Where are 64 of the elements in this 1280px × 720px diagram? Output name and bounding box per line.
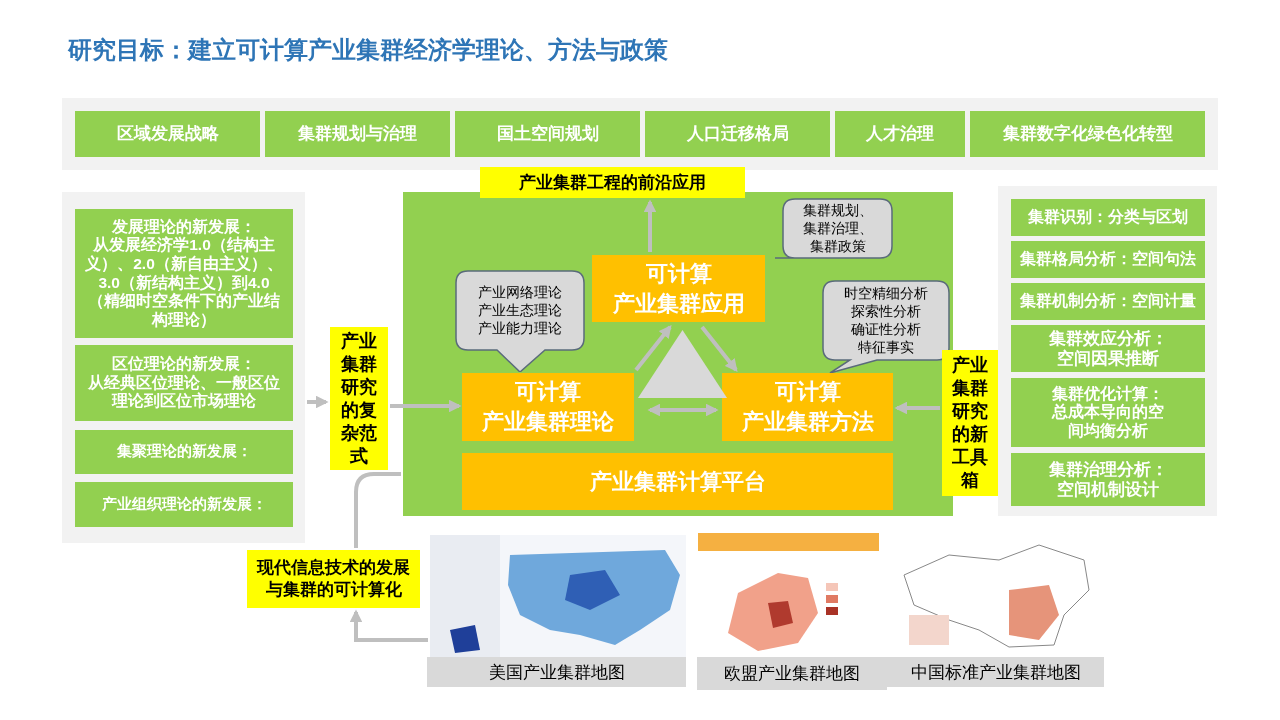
tool-box	[1011, 453, 1205, 506]
category-box: 集群规划与治理	[265, 111, 450, 157]
heading-text: 区位理论的新发展：	[112, 355, 256, 374]
core-box	[462, 373, 634, 441]
core-box	[722, 373, 893, 441]
heading-text: 可计算	[645, 259, 712, 288]
body-text: 产业集群方法	[741, 408, 874, 436]
category-box: 区域发展战略	[75, 111, 260, 157]
core-box	[592, 255, 765, 322]
body-text: 从经典区位理论、一般区位理论到区位市场理论	[87, 373, 281, 411]
arrow	[894, 401, 940, 415]
arrow	[643, 199, 657, 252]
arrow	[700, 325, 738, 372]
tool-box: 集群识别：分类与区划	[1011, 199, 1205, 236]
panel-background	[998, 186, 1217, 516]
triangle	[638, 330, 727, 398]
vertical-label-box: 产业集群研究的复杂范式	[330, 327, 388, 470]
panel-background	[62, 192, 305, 543]
theory-box	[75, 345, 293, 421]
bubble-text: 产业网络理论 产业生态理论 产业能力理论	[477, 283, 563, 338]
arrow	[390, 399, 462, 413]
arrow	[647, 403, 719, 417]
map-caption: 美国产业集群地图	[427, 657, 686, 687]
body-text: 空间机制设计	[1057, 479, 1159, 500]
body-text: 空间因果推断	[1057, 348, 1159, 369]
body-text: 产业集群理论	[482, 408, 614, 436]
category-box: 人口迁移格局	[645, 111, 830, 157]
category-box: 集群数字化绿色化转型	[970, 111, 1205, 157]
body-text: 总成本导向的空间均衡分析	[1050, 403, 1165, 441]
speech-bubble	[455, 270, 585, 372]
body-text: 产业集群应用	[612, 289, 745, 318]
heading-text: 集群优化计算：	[1052, 384, 1164, 403]
us-map-picture	[430, 535, 686, 657]
heading-text: 集群治理分析：	[1048, 459, 1168, 480]
tool-box: 集群机制分析：空间计量	[1011, 283, 1205, 320]
platform-box: 产业集群计算平台	[462, 453, 893, 510]
title: 研究目标：建立可计算产业集群经济学理论、方法与政策	[68, 35, 668, 65]
body-text: 从发展经济学1.0（结构主义）、2.0（新自由主义）、3.0（新结构主义）到4.0（精细时空条件下的产业结构理论）	[84, 236, 284, 330]
heading-text: 可计算	[515, 378, 581, 406]
theory-box	[75, 209, 293, 338]
theory-box: 产业组织理论的新发展：	[75, 482, 293, 527]
tool-box	[1011, 325, 1205, 372]
arrow	[634, 325, 672, 372]
heading-text: 发展理论的新发展：	[112, 217, 256, 236]
bubble-text: 时空精细分析 探索性分析 确证性分析 特征事实	[843, 284, 929, 356]
label-box: 现代信息技术的发展与集群的可计算化	[247, 550, 420, 608]
heading-text: 可计算	[774, 378, 841, 406]
speech-bubble	[822, 280, 950, 373]
arrow	[349, 609, 428, 642]
label-box: 产业集群工程的前沿应用	[480, 167, 745, 198]
panel-background	[403, 192, 953, 516]
category-box: 人才治理	[835, 111, 965, 157]
tool-box: 集群格局分析：空间句法	[1011, 241, 1205, 278]
theory-box: 集聚理论的新发展：	[75, 430, 293, 474]
band-background	[62, 98, 1218, 170]
heading-text: 集群效应分析：	[1048, 328, 1168, 349]
bubble-text: 集群规划、集群治理、集群政策	[801, 202, 874, 254]
map-caption: 中国标准产业集群地图	[887, 657, 1104, 687]
category-box: 国土空间规划	[455, 111, 640, 157]
vertical-label-box: 产业集群研究的新工具箱	[942, 350, 998, 496]
connector-line	[354, 472, 401, 548]
arrow	[307, 395, 329, 409]
tool-box	[1011, 378, 1205, 447]
map-caption: 欧盟产业集群地图	[697, 657, 887, 690]
